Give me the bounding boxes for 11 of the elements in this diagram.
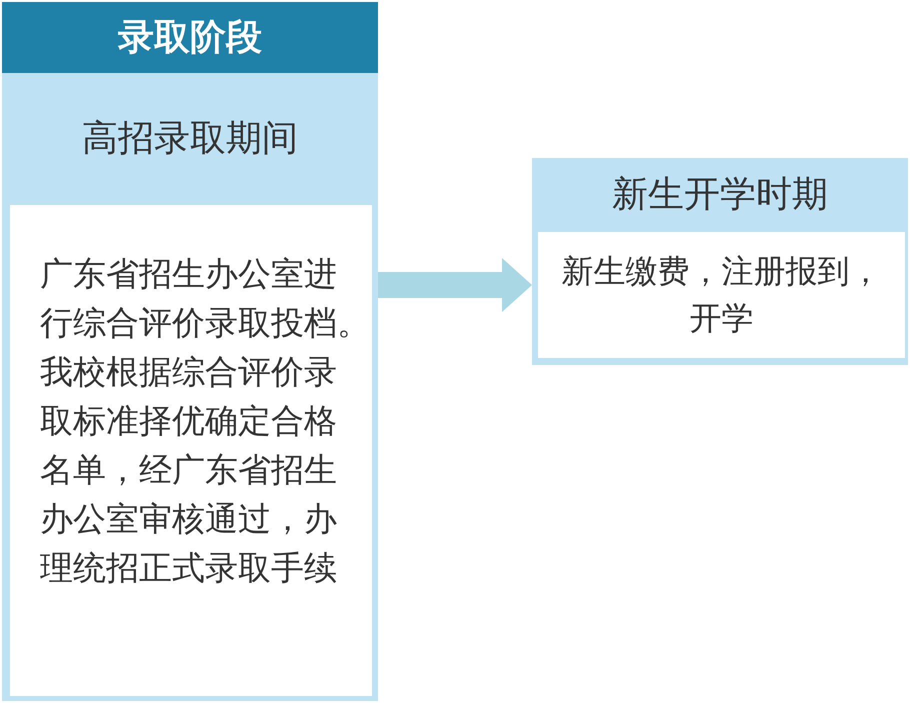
arrow — [378, 258, 532, 312]
description-text: 广东省招生办公室进行综合评价录取投档。我校根据综合评价录取标准择优确定合格名单，经广东省招生办公室审核通过，办理统招正式录取手续 — [40, 253, 354, 589]
period-title: 新生开学时期 — [612, 173, 828, 217]
description-text: 新生缴费，注册报到，开学 — [560, 251, 882, 339]
stage-panel — [532, 158, 908, 365]
stage-panel — [2, 73, 378, 701]
header-band — [2, 2, 378, 73]
content-box — [538, 232, 905, 358]
content-box — [10, 205, 372, 696]
stage-title: 录取阶段 — [118, 16, 262, 60]
period-title: 高招录取期间 — [82, 117, 298, 161]
